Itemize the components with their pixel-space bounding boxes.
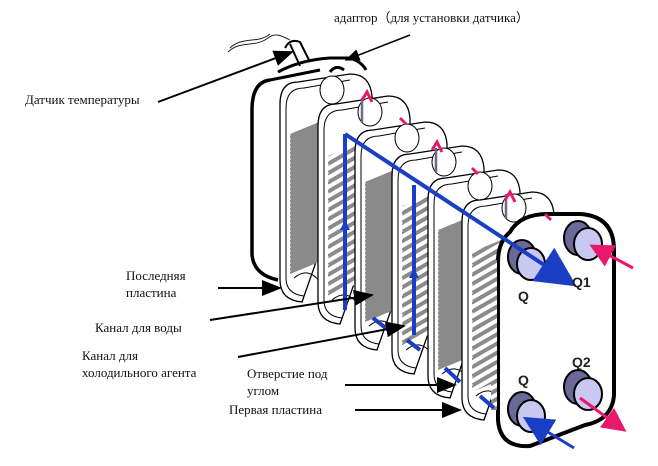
label-corner-hole-line1: Отверстие под (247, 366, 328, 381)
label-first-plate: Первая пластина (229, 402, 322, 417)
label-temp-sensor: Датчик температуры (25, 92, 140, 107)
label-adapter: адаптор（для установки датчика） (334, 10, 529, 25)
water-flow-path (340, 132, 577, 450)
refrigerant-flow-path (360, 88, 634, 432)
port-label-bottom-left: Q (518, 372, 529, 388)
label-last-plate-line2: пластина (126, 285, 177, 300)
port-label-bottom-right: Q2 (572, 354, 591, 370)
sensor-wire (227, 34, 291, 53)
label-refrigerant-channel-line1: Канал для (82, 348, 138, 363)
label-refrigerant-channel-line2: холодильного агента (82, 365, 197, 380)
label-corner-hole-line2: углом (247, 383, 280, 398)
port-label-top-right: Q1 (572, 274, 591, 290)
port-bottom-right (563, 369, 603, 411)
port-label-top-left: Q (518, 288, 529, 304)
leader-lines (157, 34, 462, 418)
label-last-plate-line1: Последняя (126, 268, 186, 283)
label-water-channel: Канал для воды (95, 320, 182, 335)
